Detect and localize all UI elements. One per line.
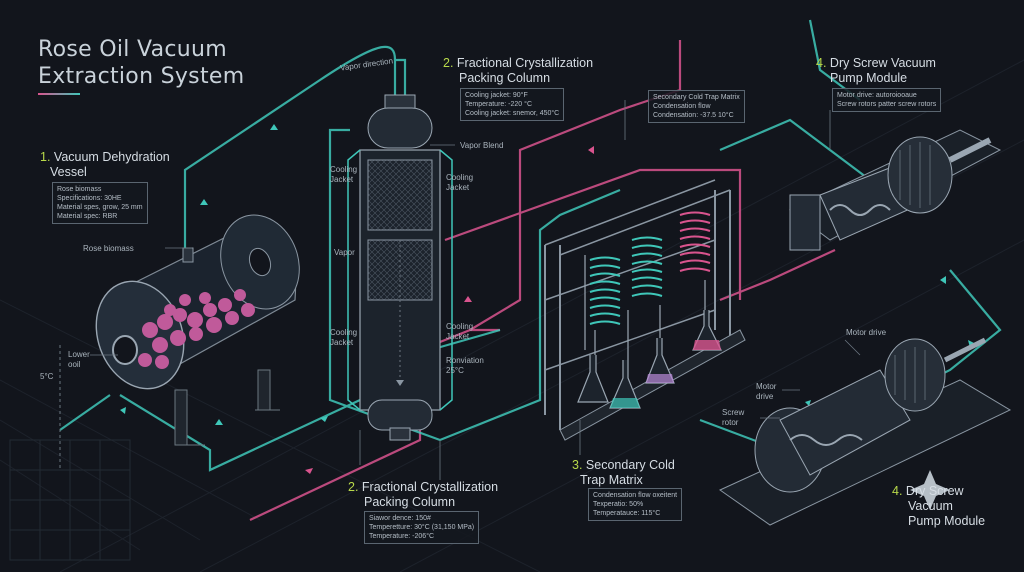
pump-top-spec-line: Motor drive: autoroiooaue xyxy=(837,92,917,99)
vacuum-dehydration-vessel xyxy=(59,214,300,470)
sparkle-icon xyxy=(910,470,950,510)
column-top-heading-line-2: Packing Column xyxy=(459,71,551,85)
label-jacket: Jacket xyxy=(330,338,354,347)
cold-trap-heading-line-2: Trap Matrix xyxy=(580,473,643,487)
label-vapor-blend: Vapor Blend xyxy=(460,141,504,150)
column-top-heading-line-1: Fractional Crystallization xyxy=(456,56,594,70)
label-vapor: Vapor xyxy=(334,248,355,257)
title-line-1: Rose Oil Vacuum xyxy=(38,37,228,62)
column-bottom-spec-line: Temperature: -206°C xyxy=(369,533,435,540)
label-cooling: Cooling xyxy=(330,328,358,337)
label-motor: Motor xyxy=(756,382,777,391)
cold-trap-top-spec-line: Condensation: -37.5 10°C xyxy=(653,112,734,119)
cold-trap-heading: 3. Secondary Cold Trap Matrix xyxy=(572,458,675,488)
pump-top-heading-line-1: Dry Screw Vacuum xyxy=(829,56,936,70)
label-lower: Lower xyxy=(68,350,90,359)
label-cooling: Cooling xyxy=(330,165,358,174)
column-bottom-heading-line-1: Fractional Crystallization xyxy=(361,480,499,494)
pump-top-step-number: 4. xyxy=(816,56,827,70)
column-bottom-spec-line: Siawor dence: 150# xyxy=(369,515,431,522)
vessel-spec-line: Rose biomass xyxy=(57,186,102,193)
label-motor-drive: Motor drive xyxy=(846,328,887,337)
label-cooling: Cooling xyxy=(446,322,474,331)
column-bottom-spec-line: Temperetture: 30°C (31,150 MPa) xyxy=(369,524,475,531)
cold-trap-step-number: 3. xyxy=(572,458,583,472)
vessel-spec-line: Specifications: 30HE xyxy=(57,195,122,202)
pump-top-spec-line: Screw rotors patter screw rotors xyxy=(837,101,937,108)
label-rose-biomass: Rose biomass xyxy=(83,244,134,253)
column-bottom-step-number: 2. xyxy=(348,480,359,494)
secondary-cold-trap-matrix xyxy=(544,179,746,441)
vessel-heading: 1. Vacuum Dehydration Vessel xyxy=(40,150,170,180)
column-top-step-number: 2. xyxy=(443,56,454,70)
pump-bottom-heading-line-1: Dry Screw xyxy=(905,484,964,498)
vessel-heading-line-1: Vacuum Dehydration xyxy=(53,150,170,164)
cold-trap-bottom-spec-line: Temperatauce: 115°C xyxy=(593,510,661,517)
dry-screw-vacuum-pump-bottom xyxy=(718,337,1012,526)
label-screw: Screw xyxy=(722,408,745,417)
title-line-2: Extraction System xyxy=(38,64,245,89)
column-bottom-spec-box: Siawor dence: 150# Temperetture: 30°C (3… xyxy=(364,511,480,544)
pump-top-heading: 4. Dry Screw Vacuum Pump Module xyxy=(816,56,936,86)
label-rotor: rotor xyxy=(722,418,739,427)
column-top-heading: 2. Fractional Crystallization Packing Co… xyxy=(443,56,593,86)
column-top-spec-line: Cooling jacket: snemor, 450°C xyxy=(465,110,560,117)
label-drive: drive xyxy=(756,392,774,401)
rose-biomass-pile xyxy=(138,289,255,369)
label-ronviation-temp: 25°C xyxy=(446,366,464,375)
cold-trap-bottom-spec-line: Texperatio: 50% xyxy=(593,501,644,508)
pump-bottom-heading-line-2: Vacuum xyxy=(908,499,953,513)
cold-trap-bottom-spec-box: Condensation flow oxeitent Texperatio: 5… xyxy=(588,488,683,521)
cold-trap-top-spec-box: Secondary Cold Trap Matrix Condensation … xyxy=(648,90,745,123)
column-top-spec-line: Cooling jacket: 90°F xyxy=(465,92,528,99)
column-top-spec-box: Cooling jacket: 90°F Temperature: -220 °… xyxy=(460,88,565,121)
cold-trap-heading-line-1: Secondary Cold xyxy=(585,458,675,472)
title-accent-line xyxy=(38,93,80,95)
leader-lines xyxy=(90,100,861,480)
column-top-spec-line: Temperature: -220 °C xyxy=(465,101,532,108)
teal-pipe-network xyxy=(59,19,1002,472)
pump-bottom-heading-line-3: Pump Module xyxy=(908,514,986,528)
collection-flasks xyxy=(577,310,722,409)
label-ronviation-text: Ronviation xyxy=(446,356,484,365)
label-oil: ooil xyxy=(68,360,81,369)
flow-arrows xyxy=(305,146,594,474)
vessel-spec-box: Rose biomass Specifications: 30HE Materi… xyxy=(52,182,148,224)
label-jacket: Jacket xyxy=(446,183,470,192)
vessel-spec-line: Material spes, grow, 25 mm xyxy=(57,204,143,211)
cold-trap-bottom-spec-line: Condensation flow oxeitent xyxy=(593,492,678,499)
dry-screw-vacuum-pump-top xyxy=(789,129,1002,251)
cold-trap-top-spec-line: Condensation flow xyxy=(653,103,711,110)
column-bottom-heading-line-2: Packing Column xyxy=(364,495,456,509)
column-bottom-heading: 2. Fractional Crystallization Packing Co… xyxy=(348,480,498,510)
pump-top-heading-line-2: Pump Module xyxy=(830,71,908,85)
label-vessel-temp: 5°C xyxy=(40,372,54,381)
pump-bottom-step-number: 4. xyxy=(892,484,903,498)
cold-trap-top-spec-line: Secondary Cold Trap Matrix xyxy=(653,94,740,101)
vessel-heading-line-2: Vessel xyxy=(50,165,87,179)
pump-bottom-heading: 4. Dry Screw Vacuum Pump Module xyxy=(892,484,985,529)
label-jacket: Jacket xyxy=(446,332,470,341)
fractional-crystallization-column xyxy=(347,94,453,441)
label-lower-oil: Lower ooil xyxy=(68,350,90,370)
vessel-step-number: 1. xyxy=(40,150,51,164)
label-jacket: Jacket xyxy=(330,175,354,184)
page-title: Rose Oil Vacuum Extraction System xyxy=(38,36,244,90)
label-cooling: Cooling xyxy=(446,173,474,182)
background-grid xyxy=(0,59,1024,572)
vessel-spec-line: Material spec: RBR xyxy=(57,213,118,220)
pump-top-spec-box: Motor drive: autoroiooaue Screw rotors p… xyxy=(832,88,942,112)
